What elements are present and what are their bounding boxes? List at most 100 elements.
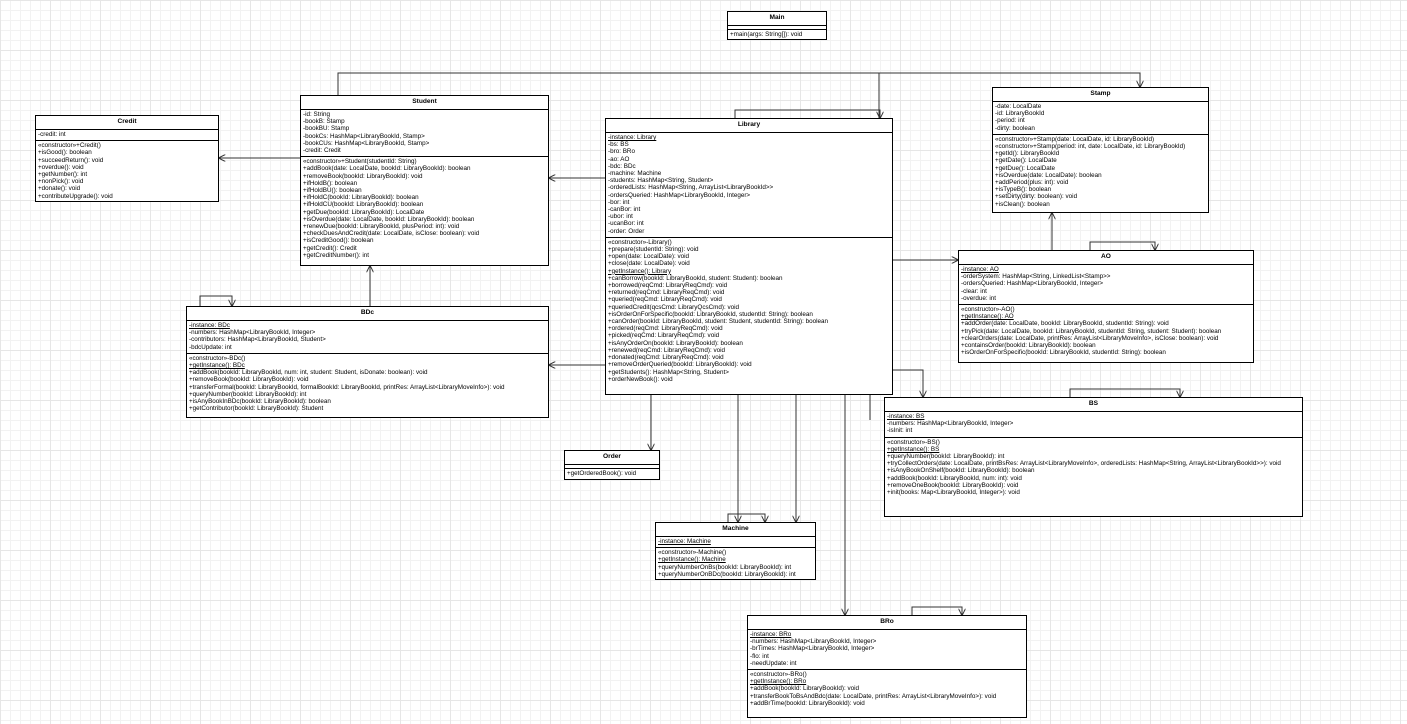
class-field: -numbers: HashMap<LibraryBookId, Integer… bbox=[189, 329, 316, 337]
class-method: +canBorrow(bookId: LibraryBookId, studen… bbox=[608, 274, 783, 282]
class-method: «constructor»+Stamp(period: int, date: L… bbox=[995, 143, 1186, 151]
class-method: +isGood(): boolean bbox=[38, 149, 92, 157]
class-field: -dirty: boolean bbox=[995, 124, 1035, 132]
fields-section: -instance: Machine bbox=[656, 537, 815, 549]
class-machine[interactable]: Machine-instance: Machine«constructor»-M… bbox=[655, 522, 816, 580]
fields-section: -instance: BS-numbers: HashMap<LibraryBo… bbox=[885, 412, 1302, 438]
class-method: +getInstance(): BRo bbox=[750, 678, 807, 686]
class-method: +succeedReturn(): void bbox=[38, 156, 104, 164]
class-method: +isAnyBookInBDc(bookId: LibraryBookId): … bbox=[189, 398, 331, 406]
class-field: -flo: int bbox=[750, 652, 769, 660]
class-name: Main bbox=[728, 12, 826, 26]
class-method: +ifHoldC(bookId: LibraryBookId): boolean bbox=[303, 194, 419, 202]
fields-section: -instance: BDc-numbers: HashMap<LibraryB… bbox=[187, 321, 548, 354]
class-field: -bs: BS bbox=[608, 141, 629, 149]
class-student[interactable]: Student-id: String-bookB: Stamp-bookBU: … bbox=[300, 95, 549, 266]
class-field: -instance: BS bbox=[887, 413, 925, 420]
class-method: «constructor»-Library() bbox=[608, 238, 672, 246]
class-field: -ubor: int bbox=[608, 213, 633, 221]
class-method: +removeOrderQueried(bookId: LibraryBookI… bbox=[608, 361, 752, 369]
class-method: +getStudents(): HashMap<String, Student> bbox=[608, 368, 729, 376]
fields-section: -instance: AO-orderSystem: HashMap<Strin… bbox=[959, 265, 1253, 306]
class-bs[interactable]: BS-instance: BS-numbers: HashMap<Library… bbox=[884, 397, 1303, 517]
fields-section: -instance: BRo-numbers: HashMap<LibraryB… bbox=[748, 630, 1026, 671]
class-field: -bdc: BDc bbox=[608, 162, 636, 170]
class-field: -numbers: HashMap<LibraryBookId, Integer… bbox=[750, 638, 877, 646]
class-order[interactable]: Order +getOrderedBook(): void bbox=[564, 450, 660, 480]
class-method: +overdue(): void bbox=[38, 163, 84, 171]
class-method: +transferBookToBsAndBdc(date: LocalDate,… bbox=[750, 692, 997, 700]
class-stamp[interactable]: Stamp-date: LocalDate-id: LibraryBookId-… bbox=[992, 87, 1209, 213]
self-machine bbox=[727, 513, 765, 522]
class-credit[interactable]: Credit-credit: int«constructor»+Credit()… bbox=[35, 115, 219, 202]
fields-section bbox=[565, 465, 659, 469]
class-method: +close(date: LocalDate): void bbox=[608, 260, 690, 268]
class-method: +containsOrder(bookId: LibraryBookId): b… bbox=[961, 342, 1096, 350]
class-ao[interactable]: AO-instance: AO-orderSystem: HashMap<Str… bbox=[958, 250, 1254, 363]
self-library bbox=[734, 109, 880, 118]
class-method: «constructor»-Machine() bbox=[658, 549, 727, 557]
methods-section: «constructor»-BDc()+getInstance(): BDc+a… bbox=[187, 354, 548, 415]
class-method: +isClean(): boolean bbox=[995, 200, 1050, 208]
class-method: +getCreditNumber(): int bbox=[303, 251, 369, 259]
fields-section: -id: String-bookB: Stamp-bookBU: Stamp-b… bbox=[301, 110, 548, 158]
class-bdc[interactable]: BDc-instance: BDc-numbers: HashMap<Libra… bbox=[186, 306, 549, 418]
class-method: +addBrTime(bookId: LibraryBookId): void bbox=[750, 699, 865, 707]
self-bs bbox=[1069, 388, 1180, 397]
class-method: +renewed(reqCmd: LibraryReqCmd): void bbox=[608, 346, 726, 354]
class-method: +isOverdue(date: LocalDate): boolean bbox=[995, 171, 1102, 179]
class-field: -period: int bbox=[995, 117, 1025, 125]
class-method: +isTypeB(): boolean bbox=[995, 186, 1052, 194]
edge-library-stamp bbox=[337, 72, 880, 118]
class-field: -id: LibraryBookId bbox=[995, 110, 1045, 118]
class-name: Student bbox=[301, 96, 548, 110]
class-main[interactable]: Main+main(args: String[]): void bbox=[727, 11, 827, 40]
class-method: +queried(reqCmd: LibraryReqCmd): void bbox=[608, 296, 722, 304]
class-method: «constructor»+Credit() bbox=[38, 142, 101, 150]
class-field: -numbers: HashMap<LibraryBookId, Integer… bbox=[887, 420, 1014, 428]
class-method: +addBook(bookId: LibraryBookId, num: int… bbox=[189, 369, 428, 377]
class-field: -instance: BDc bbox=[189, 322, 230, 329]
class-method: +prepare(studentId: String): void bbox=[608, 246, 699, 254]
class-method: +ifHoldCU(bookId: LibraryBookId): boolea… bbox=[303, 201, 424, 209]
class-method: +isOrderOnForSpecific(bookId: LibraryBoo… bbox=[961, 349, 1166, 357]
class-field: -bro: BRo bbox=[608, 148, 635, 156]
class-method: +getDue(): LocalDate bbox=[995, 164, 1056, 172]
class-method: +addPeriod(plus: int): void bbox=[995, 179, 1069, 187]
class-field: -id: String bbox=[303, 111, 330, 118]
class-field: -students: HashMap<String, Student> bbox=[608, 177, 714, 185]
class-method: +getContributor(bookId: LibraryBookId): … bbox=[189, 405, 324, 413]
class-method: +isOverdue(date: LocalDate, bookId: Libr… bbox=[303, 215, 475, 223]
class-method: «constructor»-BRo() bbox=[750, 671, 807, 679]
class-method: +getOrderedBook(): void bbox=[567, 470, 637, 477]
class-method: +getNumber(): int bbox=[38, 171, 88, 179]
class-method: «constructor»-BDc() bbox=[189, 354, 246, 362]
class-field: -bdcUpdate: int bbox=[189, 343, 232, 351]
methods-section: «constructor»-Library()+prepare(studentI… bbox=[606, 238, 892, 385]
methods-section: «constructor»-BRo()+getInstance(): BRo +a… bbox=[748, 670, 1026, 709]
class-method: +clearOrders(date: LocalDate, printRes: … bbox=[961, 334, 1219, 342]
class-method: +renewDue(bookId: LibraryBookId, plusPer… bbox=[303, 223, 460, 231]
class-field: -brTimes: HashMap<LibraryBookId, Integer… bbox=[750, 645, 875, 653]
self-bdc bbox=[199, 295, 232, 306]
class-library[interactable]: Library-instance: Library-bs: BS-bro: BR… bbox=[605, 118, 893, 395]
fields-section bbox=[728, 26, 826, 30]
class-field: -instance: BRo bbox=[750, 631, 792, 638]
class-name: Library bbox=[606, 119, 892, 133]
methods-section: +getOrderedBook(): void bbox=[565, 469, 659, 479]
class-name: BS bbox=[885, 398, 1302, 412]
class-method: +borrowed(reqCmd: LibraryReqCmd): void bbox=[608, 282, 728, 290]
class-method: +removeBook(bookId: LibraryBookId): void bbox=[189, 376, 309, 384]
edge-top-stamp bbox=[820, 72, 1140, 87]
class-field: -ucanBor: int bbox=[608, 220, 644, 228]
class-name: Order bbox=[565, 451, 659, 465]
class-bro[interactable]: BRo-instance: BRo-numbers: HashMap<Libra… bbox=[747, 615, 1027, 718]
class-field: -instance: AO bbox=[961, 266, 999, 273]
class-method: «constructor»-BS() bbox=[887, 438, 940, 446]
edge-library-bs bbox=[893, 369, 923, 397]
class-method: +isAnyOrderOn(bookId: LibraryBookId): bo… bbox=[608, 339, 743, 347]
class-method: +nonPick(): void bbox=[38, 178, 84, 186]
methods-section: «constructor»+Stamp(date: LocalDate, id:… bbox=[993, 135, 1208, 210]
class-method: «constructor»-AO() bbox=[961, 306, 1015, 314]
